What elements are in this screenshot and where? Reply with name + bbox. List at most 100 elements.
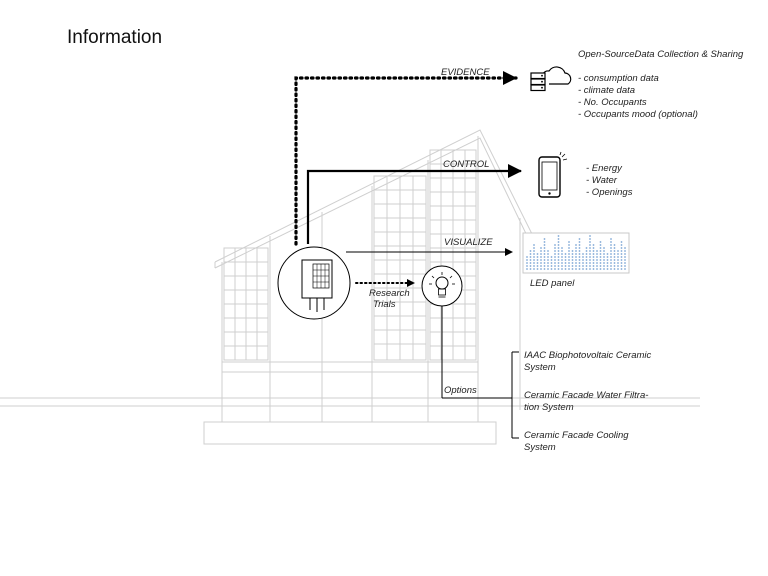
led-dot [596, 259, 598, 261]
led-dot [529, 265, 532, 267]
led-dot [543, 268, 546, 270]
led-dot [578, 256, 581, 258]
system-item-water-filtration-line2: tion System [524, 402, 574, 413]
ceramic-grid-mid [373, 175, 427, 361]
led-dot [561, 256, 563, 258]
led-dot [603, 262, 605, 264]
led-dot [589, 250, 591, 252]
led-dot [578, 238, 581, 240]
led-dot [613, 247, 616, 249]
led-dot [578, 262, 581, 264]
led-dot [554, 244, 556, 246]
led-dot [575, 256, 577, 258]
led-dot [543, 247, 546, 249]
led-dot [610, 256, 612, 258]
led-dot [589, 241, 591, 243]
led-dot [603, 253, 605, 255]
led-dot [575, 253, 577, 255]
led-dot [568, 244, 570, 246]
led-dot [606, 265, 609, 267]
led-dot [547, 268, 549, 270]
led-dot [613, 262, 616, 264]
led-dot [526, 256, 528, 258]
led-dot [585, 253, 588, 255]
led-dot [613, 265, 616, 267]
led-dot [606, 268, 609, 270]
led-dot [620, 259, 623, 261]
led-dot [606, 262, 609, 264]
led-dot [599, 241, 602, 243]
led-dot-matrix [526, 235, 626, 270]
led-dot [610, 268, 612, 270]
led-dot [568, 247, 570, 249]
cloud-section-heading: Open-SourceData Collection & Sharing [578, 49, 744, 60]
led-dot [568, 253, 570, 255]
led-dot [536, 253, 539, 255]
led-dot [536, 268, 539, 270]
led-dot [564, 262, 567, 264]
led-dot [557, 259, 560, 261]
led-dot [613, 253, 616, 255]
led-dot [592, 244, 595, 246]
led-dot [578, 268, 581, 270]
led-dot [554, 250, 556, 252]
led-dot [575, 247, 577, 249]
led-dot [536, 265, 539, 267]
led-dot [613, 244, 616, 246]
led-dot [561, 253, 563, 255]
ceramic-grid-left [223, 247, 269, 361]
led-dot [589, 256, 591, 258]
led-dot [550, 256, 553, 258]
led-dot [592, 259, 595, 261]
led-dot [582, 265, 584, 267]
led-dot [533, 250, 535, 252]
led-dot [536, 259, 539, 261]
led-dot [564, 256, 567, 258]
led-dot [620, 265, 623, 267]
led-dot [543, 253, 546, 255]
sensor-device-icon [277, 246, 351, 320]
led-dot [585, 262, 588, 264]
led-dot [526, 265, 528, 267]
led-dot [526, 259, 528, 261]
led-dot [613, 250, 616, 252]
led-dot [599, 250, 602, 252]
led-dot [547, 259, 549, 261]
led-dot [592, 256, 595, 258]
led-dot [596, 256, 598, 258]
led-panel-label: LED panel [530, 278, 575, 289]
led-dot [624, 253, 626, 255]
led-dot [617, 253, 619, 255]
led-dot [592, 247, 595, 249]
led-dot [592, 268, 595, 270]
building-sketch [0, 129, 700, 445]
led-dot [568, 259, 570, 261]
led-dot [617, 268, 619, 270]
led-dot [596, 265, 598, 267]
led-dot [529, 268, 532, 270]
led-dot [557, 244, 560, 246]
led-dot [568, 265, 570, 267]
phone-item: - Water [586, 175, 618, 186]
led-dot [617, 262, 619, 264]
led-dot [547, 250, 549, 252]
led-dot [540, 259, 542, 261]
led-dot [557, 256, 560, 258]
led-dot [561, 250, 563, 252]
led-dot [540, 250, 542, 252]
led-dot [575, 265, 577, 267]
led-dot [610, 259, 612, 261]
led-dot [599, 268, 602, 270]
led-dot [564, 268, 567, 270]
led-dot [603, 250, 605, 252]
led-dot [547, 265, 549, 267]
led-dot [554, 253, 556, 255]
led-dot [557, 235, 560, 237]
led-dot [589, 235, 591, 237]
cloud-item: - climate data [578, 85, 635, 96]
led-dot [536, 262, 539, 264]
led-dot [540, 256, 542, 258]
led-dot [575, 244, 577, 246]
led-dot [578, 259, 581, 261]
led-dot [599, 253, 602, 255]
